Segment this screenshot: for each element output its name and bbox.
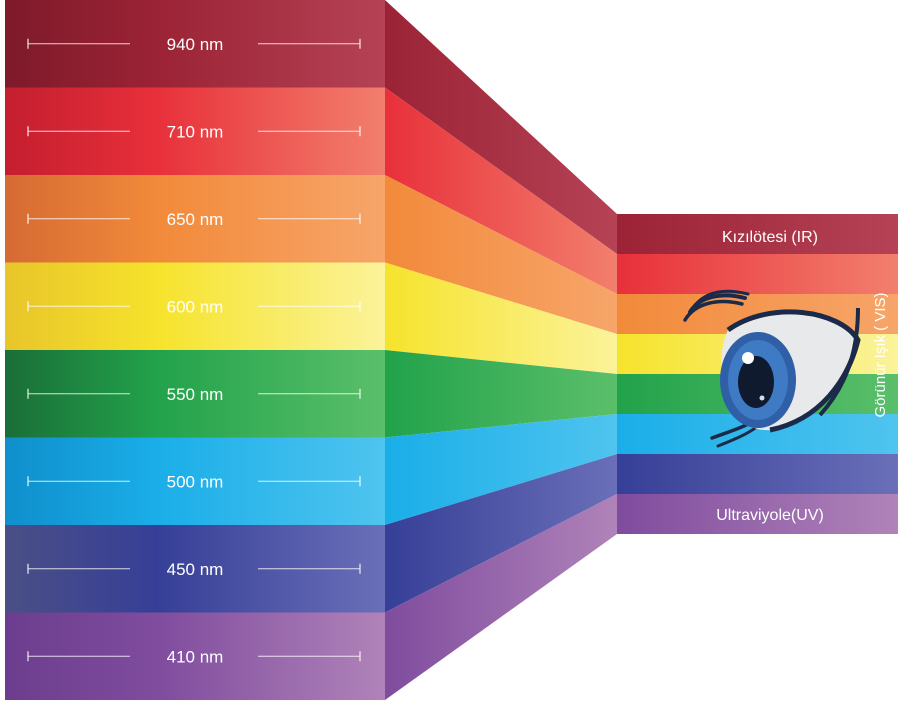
band-connector-0 bbox=[385, 0, 617, 254]
eye-band-0 bbox=[617, 214, 898, 254]
eye-band-1 bbox=[617, 254, 898, 294]
wavelength-label: 410 nm bbox=[167, 647, 224, 666]
wavelength-label: 710 nm bbox=[167, 122, 224, 141]
infrared-label: Kızılötesi (IR) bbox=[722, 229, 818, 246]
visible-label: Görünür Işık ( VIS) bbox=[872, 292, 889, 417]
band-connector-7 bbox=[385, 494, 617, 700]
wavelength-label: 550 nm bbox=[167, 385, 224, 404]
band-connector-4 bbox=[385, 350, 617, 438]
band-connector-3 bbox=[385, 262, 617, 374]
wavelength-label: 450 nm bbox=[167, 560, 224, 579]
eye-band-7 bbox=[617, 494, 898, 534]
band-connector-5 bbox=[385, 414, 617, 525]
eye-icon bbox=[683, 289, 861, 448]
wavelength-label: 500 nm bbox=[167, 472, 224, 491]
wavelength-label: 600 nm bbox=[167, 297, 224, 316]
wavelength-label: 940 nm bbox=[167, 35, 224, 54]
eye-band-6 bbox=[617, 454, 898, 494]
ultraviolet-label: Ultraviyole(UV) bbox=[716, 507, 824, 524]
wavelength-bands: 940 nm 710 nm 650 nm 600 nm 550 nm 500 nm 450 … bbox=[5, 0, 385, 700]
right-labels: Kızılötesi (IR) Ultraviyole(UV) Görünür … bbox=[716, 229, 889, 524]
band-connectors bbox=[385, 0, 617, 700]
band-connector-2 bbox=[385, 175, 617, 334]
band-connector-6 bbox=[385, 454, 617, 613]
wavelength-label: 650 nm bbox=[167, 210, 224, 229]
band-connector-1 bbox=[385, 87, 617, 294]
